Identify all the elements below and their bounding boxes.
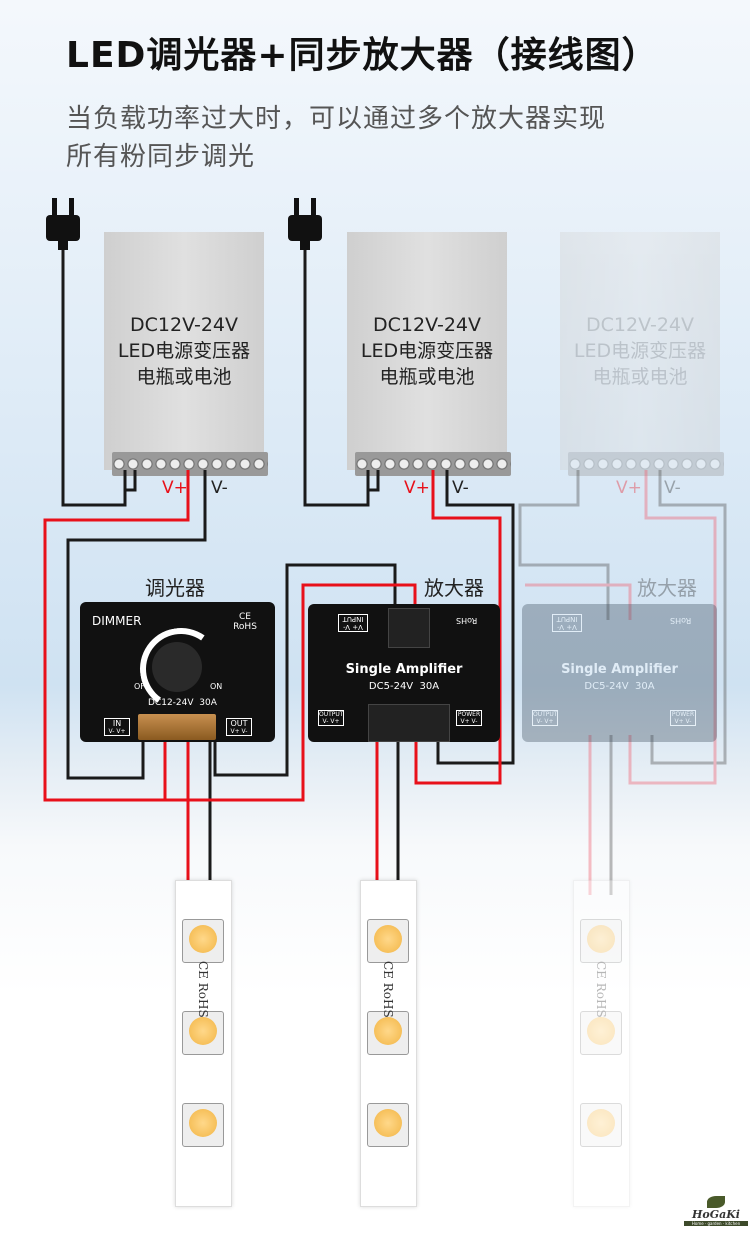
plug-icon: [288, 198, 322, 250]
wire-black: [436, 470, 515, 765]
v-minus-label: V-: [664, 478, 681, 498]
wire-red-faded: [628, 470, 717, 785]
output-label: OUTPUT: [319, 711, 344, 718]
amplifier-rating: DC5-24V 30A: [584, 681, 655, 692]
psu-type: LED电源变压器: [573, 340, 707, 362]
amplifier-device: V+ V-INPUT RoHS Single Amplifier DC5-24V…: [308, 604, 500, 742]
psu-voltage: DC12V-24V: [586, 314, 694, 336]
input-label: INPUT: [556, 615, 578, 623]
input-pins: V+ V-: [343, 623, 363, 631]
input-label: INPUT: [342, 615, 364, 623]
v-plus-label: V+: [404, 478, 430, 498]
dimmer-label: 调光器: [145, 576, 205, 600]
strip-cert: CE RoHS: [594, 961, 608, 1018]
power-supply-2: DC12V-24V LED电源变压器电瓶或电池: [347, 232, 511, 476]
wire-black: [125, 470, 137, 492]
v-minus-label: V-: [211, 478, 228, 498]
input-pins: V+ V-: [557, 623, 577, 631]
psu-type: LED电源变压器: [117, 340, 251, 362]
logo-tagline: Home · garden · kitchen: [684, 1221, 748, 1226]
amplifier-name: Single Amplifier: [561, 662, 678, 677]
wire-black: [213, 563, 397, 777]
power-label: POWER: [457, 711, 481, 718]
psu-alt: 电瓶或电池: [592, 366, 688, 388]
subtitle-line-2: 所有粉同步调光: [66, 142, 256, 172]
off-label: OFF: [134, 682, 150, 691]
amplifier-name: Single Amplifier: [345, 662, 463, 677]
power-pins: V+ V-: [674, 718, 692, 725]
terminal-block: [568, 452, 724, 476]
terminal-block: [138, 714, 216, 740]
power-supply-1: DC12V-24V LED电源变压器电瓶或电池: [104, 232, 268, 476]
dimmer-brand: DIMMER: [92, 614, 142, 628]
terminal-block: [112, 452, 268, 476]
amplifier-device-faded: V+ V-INPUT RoHS Single Amplifier DC5-24V…: [522, 604, 717, 742]
amplifier-label: 放大器: [424, 576, 484, 600]
wire-black: [368, 470, 380, 492]
rohs-label: RoHS: [456, 616, 478, 625]
plug-icon: [46, 198, 80, 250]
wire-black: [66, 470, 207, 780]
dimmer-rating: DC12-24V 30A: [148, 698, 217, 708]
logo-name: HoGaKi: [692, 1208, 740, 1221]
amplifier-rating: DC5-24V 30A: [368, 681, 440, 692]
power-pins: V+ V-: [460, 718, 478, 725]
strip-cert: CE RoHS: [381, 961, 395, 1018]
rohs-label: RoHS: [670, 616, 692, 625]
wire-black-faded: [650, 470, 727, 765]
led-strip-3: CE RoHS: [573, 880, 630, 1207]
dimmer-knob[interactable]: [152, 642, 202, 692]
wire-red: [43, 470, 417, 802]
psu-voltage: DC12V-24V: [130, 314, 238, 336]
amplifier-label: 放大器: [637, 576, 697, 600]
cert-label: CE RoHS: [233, 612, 257, 632]
subtitle-line-1: 当负载功率过大时，可以通过多个放大器实现: [66, 104, 607, 134]
psu-voltage: DC12V-24V: [373, 314, 481, 336]
wire-red: [414, 470, 502, 785]
output-pins: V- V+: [536, 718, 554, 725]
power-supply-3: DC12V-24V LED电源变压器电瓶或电池: [560, 232, 724, 476]
psu-alt: 电瓶或电池: [379, 366, 475, 388]
led-strip-2: CE RoHS: [360, 880, 417, 1207]
output-pins: V- V+: [322, 718, 340, 725]
v-plus-label: V+: [616, 478, 642, 498]
wire-black: [303, 250, 370, 507]
wire-black: [61, 250, 127, 507]
wire-red-faded: [525, 583, 632, 620]
psu-alt: 电瓶或电池: [136, 366, 232, 388]
output-label: OUTPUT: [533, 711, 558, 718]
psu-type: LED电源变压器: [360, 340, 494, 362]
page-title: LED调光器+同步放大器（接线图）: [66, 35, 659, 76]
power-label: POWER: [671, 711, 695, 718]
led-strip-1: CE RoHS: [175, 880, 232, 1207]
strip-cert: CE RoHS: [196, 961, 210, 1018]
on-label: ON: [210, 682, 223, 691]
brand-logo: HoGaKi Home · garden · kitchen: [684, 1196, 748, 1226]
v-minus-label: V-: [452, 478, 469, 498]
terminal-block: [368, 704, 450, 742]
v-plus-label: V+: [162, 478, 188, 498]
wire-black-faded: [518, 470, 610, 620]
